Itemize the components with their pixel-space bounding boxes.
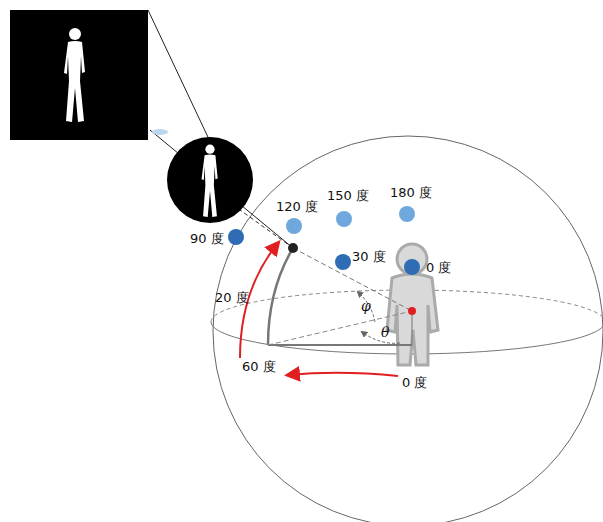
angle-label: 90 度 — [190, 232, 224, 245]
angle-label: 180 度 — [390, 186, 432, 199]
phi-symbol: φ — [361, 299, 371, 313]
elevation-label: 20 度 — [215, 291, 249, 304]
azimuth-label: 0 度 — [402, 376, 427, 389]
angle-label: 0 度 — [426, 261, 451, 274]
angle-label: 120 度 — [276, 200, 318, 213]
angle-label: 150 度 — [327, 189, 369, 202]
theta-symbol: θ — [381, 325, 389, 339]
angle-label: 30 度 — [352, 250, 386, 263]
azimuth-label: 60 度 — [242, 360, 276, 373]
